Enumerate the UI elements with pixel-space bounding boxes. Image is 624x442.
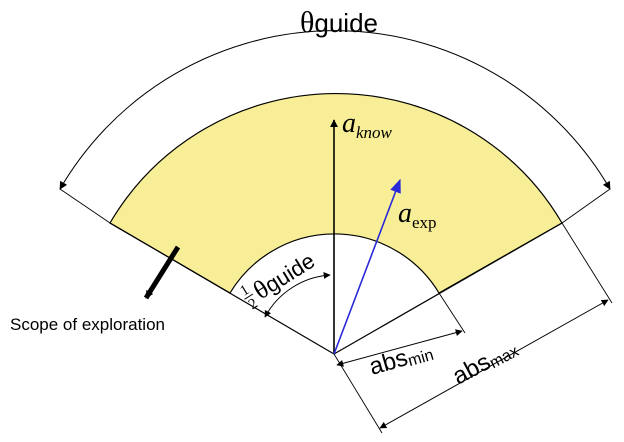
scope-of-exploration-label: Scope of exploration	[10, 315, 165, 334]
abs-min-extension	[438, 292, 466, 334]
a-know-label: aknow	[342, 108, 393, 142]
abs-max-dimension-line	[379, 299, 609, 429]
theta-guide-label: θguide	[300, 6, 378, 39]
half-theta-arc	[264, 271, 331, 318]
abs-max-extension-right	[561, 222, 613, 304]
scope-arrow	[143, 245, 181, 300]
extension-line-right	[561, 188, 611, 224]
extension-line-left	[59, 188, 111, 224]
theta-guide-arc	[59, 30, 611, 190]
abs-min-label: absmin	[366, 337, 435, 381]
sector-left-edge	[109, 222, 335, 355]
svg-text:absmax: absmax	[448, 334, 522, 390]
a-exp-vector	[333, 178, 401, 355]
exploration-band	[109, 93, 563, 294]
svg-text:absmin: absmin	[366, 337, 435, 381]
abs-max-extension-left	[333, 353, 383, 434]
abs-max-label: absmax	[448, 334, 522, 390]
a-exp-label: aexp	[398, 198, 437, 232]
